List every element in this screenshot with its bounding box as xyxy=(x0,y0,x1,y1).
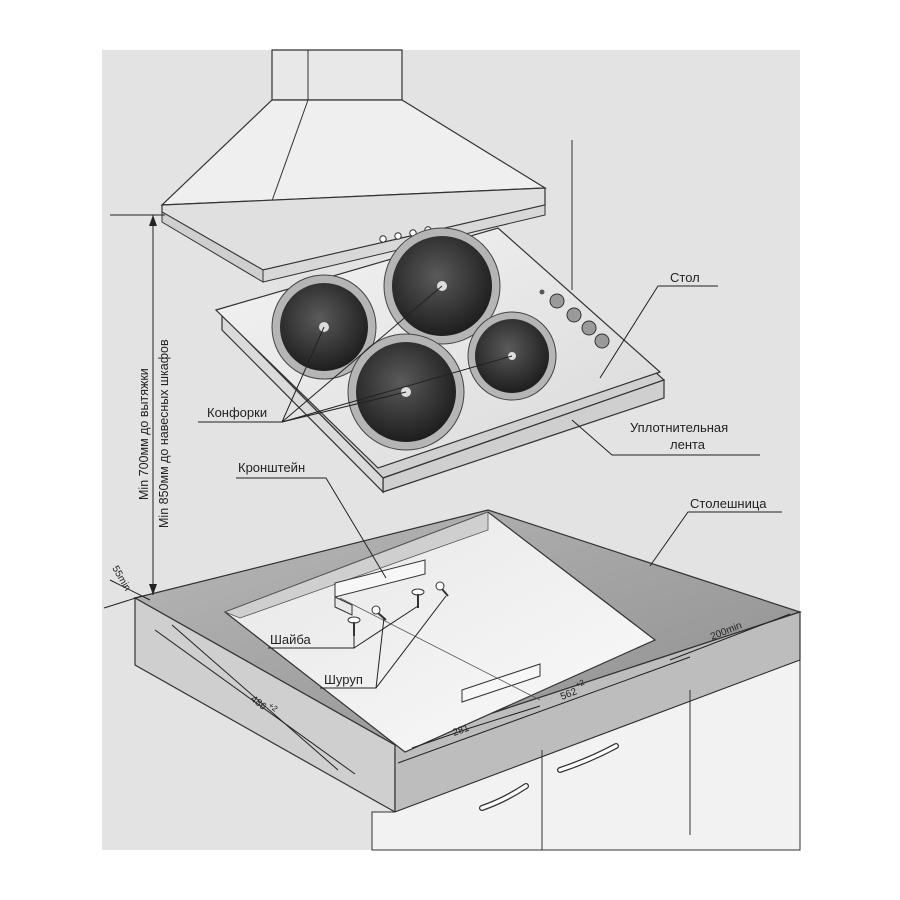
screw-icon-2 xyxy=(435,581,449,597)
dim-hood-clearance: Min 700мм до вытяжки xyxy=(137,368,151,500)
label-burners: Конфорки xyxy=(207,405,267,420)
label-bracket: Кронштейн xyxy=(238,460,305,475)
dim-cabinet-clearance: Min 850мм до навесных шкафов xyxy=(157,339,171,528)
label-seal: Уплотнительная xyxy=(630,420,728,435)
control-knobs xyxy=(539,289,610,349)
bracket-back xyxy=(334,559,426,598)
bracket-front xyxy=(461,663,541,703)
base-cabinets xyxy=(371,659,801,851)
screw-icon xyxy=(371,605,387,621)
washer-icon xyxy=(347,616,361,636)
range-hood xyxy=(160,49,547,283)
leader-lines xyxy=(198,285,782,689)
label-hob: Стол xyxy=(670,270,700,285)
washer-icon-2 xyxy=(411,588,425,608)
label-seal-2: лента xyxy=(670,437,706,452)
mounting-hardware xyxy=(334,559,541,703)
electric-hob xyxy=(214,227,666,494)
label-screw: Шуруп xyxy=(324,672,363,687)
label-washer: Шайба xyxy=(270,632,312,647)
dimension-lines xyxy=(103,214,791,775)
countertop xyxy=(133,509,802,814)
svg-text:+2: +2 xyxy=(574,678,586,690)
label-countertop: Столешница xyxy=(690,496,767,511)
